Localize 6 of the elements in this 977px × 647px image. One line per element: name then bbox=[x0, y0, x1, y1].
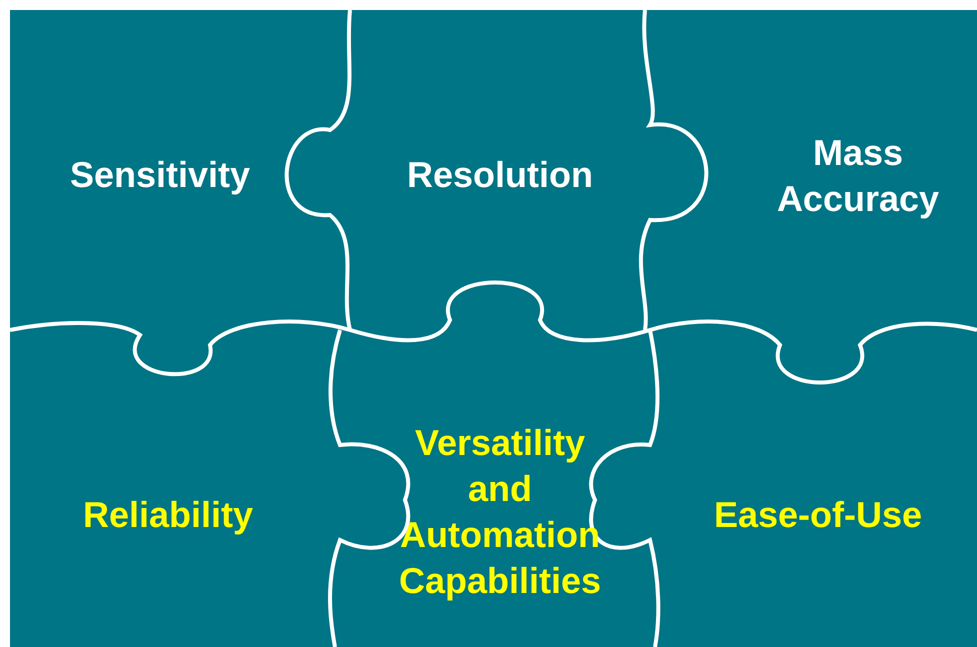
puzzle-piece-label: Versatility and Automation Capabilities bbox=[388, 420, 612, 604]
puzzle-piece-label: Ease-of-Use bbox=[668, 492, 968, 538]
puzzle-piece-label: Resolution bbox=[360, 152, 640, 198]
puzzle-piece-label: Sensitivity bbox=[10, 152, 310, 198]
puzzle-piece-label: Reliability bbox=[18, 492, 318, 538]
puzzle-piece-label: Mass Accuracy bbox=[748, 130, 968, 222]
